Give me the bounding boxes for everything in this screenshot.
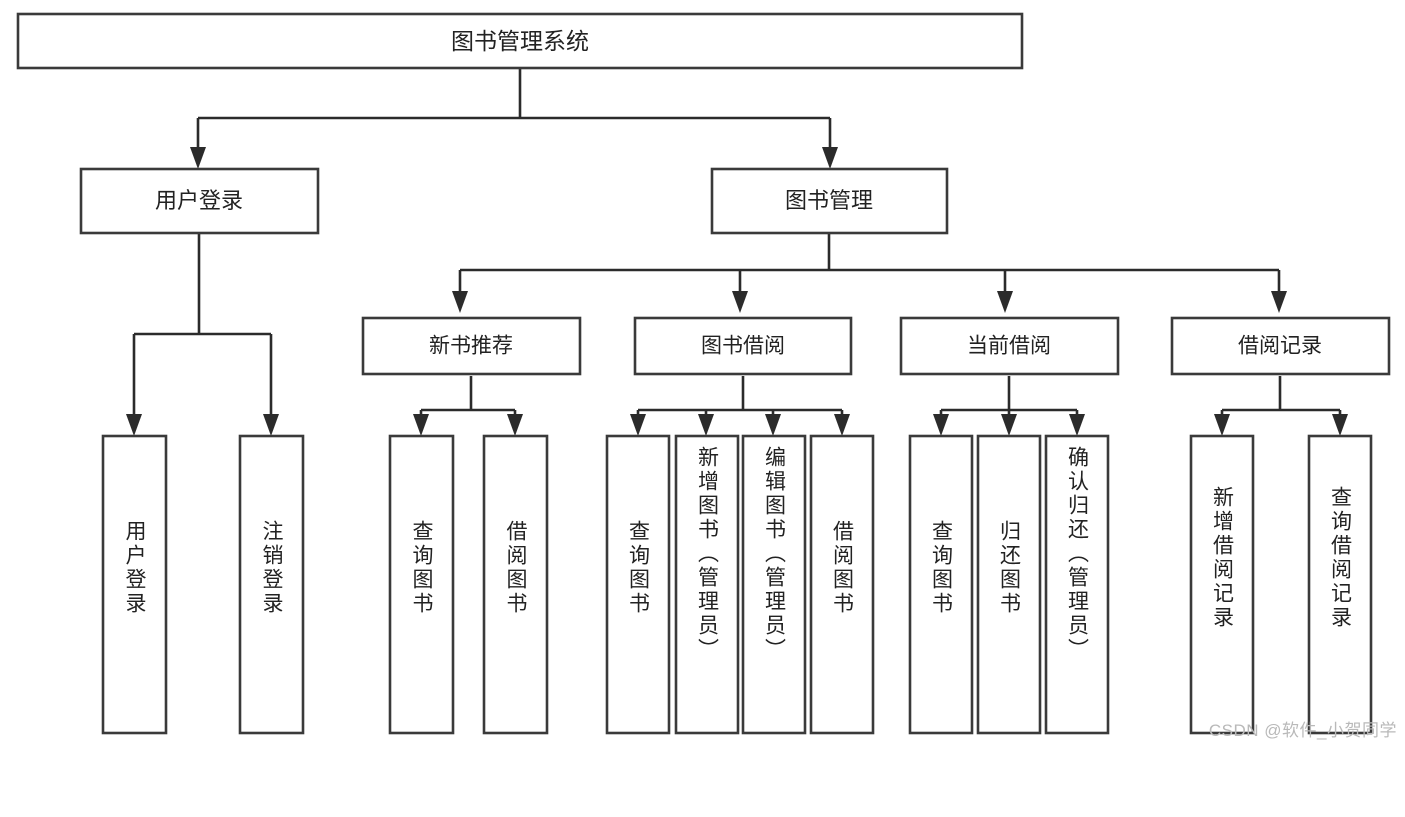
leaf-box-query-book-bb[interactable]: [605, 434, 671, 735]
node-root-label: 图书管理系统: [451, 28, 589, 54]
watermark-text: CSDN @软件_小贺同学: [1208, 721, 1397, 740]
leaf-box-add-book-admin[interactable]: [674, 434, 740, 735]
node-borrow-record-label: 借阅记录: [1238, 335, 1322, 358]
leaf-box-query-book-nbr[interactable]: [388, 434, 455, 735]
node-new-book-recommend[interactable]: 新书推荐: [361, 316, 582, 376]
node-book-management[interactable]: 图书管理: [710, 167, 949, 235]
connector-userlogin-to-leaves: [126, 233, 279, 436]
leaf-box-user-login[interactable]: [101, 434, 168, 735]
connector-currentborrow-to-leaves: [933, 376, 1085, 436]
node-user-login-label: 用户登录: [155, 188, 243, 213]
leaf-box-logout[interactable]: [238, 434, 305, 735]
flowchart-canvas: 图书管理系统 用户登录 图书管理 新书推荐 图书借阅 当前借阅 借阅记录: [16, 12, 1397, 740]
node-current-borrow[interactable]: 当前借阅: [899, 316, 1120, 376]
connector-root-to-level2: [190, 68, 838, 169]
node-book-borrow-label: 图书借阅: [701, 335, 785, 358]
node-book-borrow[interactable]: 图书借阅: [633, 316, 853, 376]
node-new-book-recommend-label: 新书推荐: [429, 335, 513, 358]
leaf-box-edit-book-admin[interactable]: [741, 434, 807, 735]
node-root-book-management-system[interactable]: 图书管理系统: [16, 12, 1024, 70]
node-user-login[interactable]: 用户登录: [79, 167, 320, 235]
leaf-box-borrow-book-bb[interactable]: [809, 434, 875, 735]
leaf-box-return-book[interactable]: [976, 434, 1042, 735]
leaf-box-confirm-return-admin[interactable]: [1044, 434, 1110, 735]
leaf-box-query-borrow-record[interactable]: [1307, 434, 1373, 735]
connector-newbook-to-leaves: [413, 376, 523, 436]
leaf-box-borrow-book-nbr[interactable]: [482, 434, 549, 735]
node-current-borrow-label: 当前借阅: [967, 335, 1051, 358]
leaf-box-add-borrow-record[interactable]: [1189, 434, 1255, 735]
node-book-management-label: 图书管理: [785, 188, 873, 213]
connector-borrowrecord-to-leaves: [1214, 376, 1348, 436]
leaf-box-query-book-cb[interactable]: [908, 434, 974, 735]
connector-bookmgmt-to-level3: [452, 233, 1287, 313]
connector-bookborrow-to-leaves: [630, 376, 850, 436]
node-borrow-record[interactable]: 借阅记录: [1170, 316, 1391, 376]
hierarchy-svg: 图书管理系统 用户登录 图书管理 新书推荐 图书借阅 当前借阅 借阅记录: [16, 12, 1391, 735]
